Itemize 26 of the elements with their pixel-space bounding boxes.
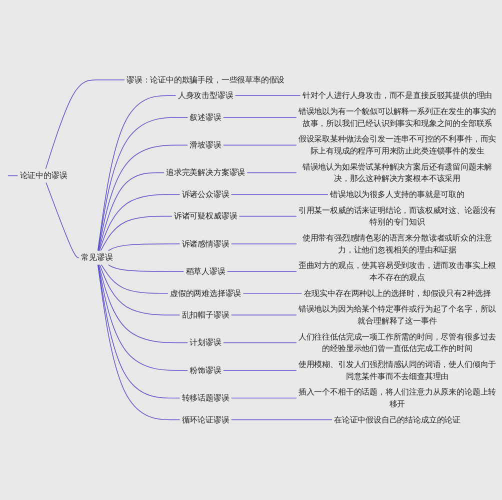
connector [222, 117, 297, 118]
connector [98, 172, 164, 252]
connector [226, 271, 297, 272]
connector [230, 398, 297, 399]
connector [98, 264, 188, 371]
connector [98, 194, 180, 252]
connector [98, 117, 188, 252]
connector [108, 264, 184, 272]
connector [230, 314, 297, 316]
connector [45, 80, 125, 170]
connector [46, 182, 80, 258]
connector [242, 293, 302, 294]
connector [108, 244, 180, 252]
connector [230, 194, 328, 196]
connector [222, 342, 297, 344]
connector [98, 264, 188, 344]
connector [99, 264, 180, 316]
connector [222, 144, 297, 146]
connector [100, 216, 172, 252]
connector [98, 144, 188, 252]
connector [238, 216, 297, 217]
connector [234, 95, 301, 96]
connector [97, 95, 176, 252]
connector [246, 172, 297, 174]
connector [222, 370, 297, 371]
connector [100, 264, 168, 294]
